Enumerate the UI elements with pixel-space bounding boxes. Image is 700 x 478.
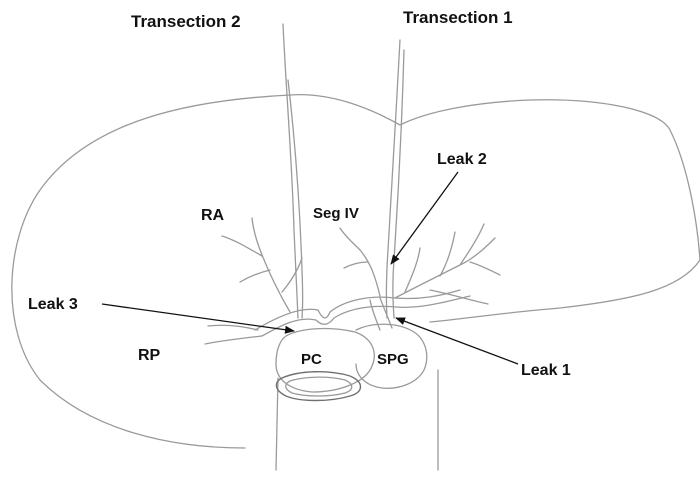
bile-duct-left-wall xyxy=(275,377,279,471)
ra-branch-3 xyxy=(239,269,271,283)
left-branch-2 xyxy=(439,231,456,277)
left-branch-5 xyxy=(459,223,485,266)
left-duct-stub xyxy=(369,299,381,331)
left-branch-3 xyxy=(469,261,501,276)
seg-iv-branch xyxy=(339,227,381,297)
transection-1-line xyxy=(385,39,401,319)
transection-2-line-inner xyxy=(287,79,304,319)
leak-2-label: Leak 2 xyxy=(437,151,487,168)
left-branch-main xyxy=(394,237,496,299)
ra-branch xyxy=(251,217,291,313)
ra-branch-4 xyxy=(281,257,303,293)
left-duct-stub-2 xyxy=(379,297,393,329)
rp-branch-2 xyxy=(207,324,259,331)
leak-3-label: Leak 3 xyxy=(28,296,78,313)
leak-3-arrow xyxy=(101,303,295,334)
rp-branch xyxy=(204,335,263,345)
rp-label: RP xyxy=(138,347,161,364)
hilar-bifurcation xyxy=(254,289,461,331)
pc-structure xyxy=(275,327,375,393)
leak-2-arrow xyxy=(390,171,459,265)
transection-2-line xyxy=(282,23,299,319)
seg-iv-branch-2 xyxy=(343,261,369,269)
spg-label: SPG xyxy=(377,351,409,368)
transection-2-label: Transection 2 xyxy=(131,12,241,31)
leak-1-arrow xyxy=(395,317,519,365)
spg-structure xyxy=(355,323,428,389)
ra-branch-2 xyxy=(221,235,263,257)
liver-outline xyxy=(11,93,700,449)
pc-stump-ellipse-inner xyxy=(285,376,353,397)
seg-iv-label: Seg IV xyxy=(313,205,359,222)
transection-1-label: Transection 1 xyxy=(403,8,513,27)
pc-stump-ellipse xyxy=(275,371,362,402)
ra-label: RA xyxy=(201,207,225,224)
transection-1-line-inner xyxy=(392,49,405,319)
left-branch-6 xyxy=(404,247,421,293)
hilar-bifurcation-lower xyxy=(261,295,471,337)
left-branch-4 xyxy=(429,289,489,305)
leak-1-label: Leak 1 xyxy=(521,362,571,379)
pc-label: PC xyxy=(301,351,322,368)
